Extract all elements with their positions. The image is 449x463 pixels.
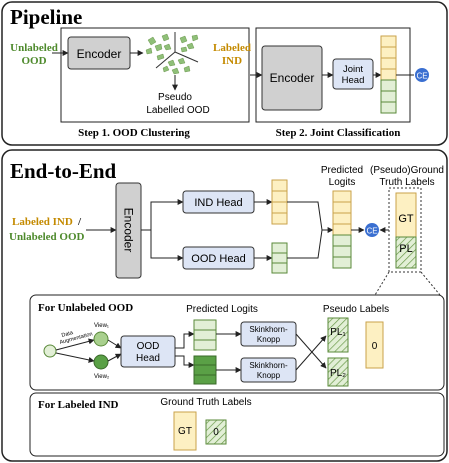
view2-label: View₂ xyxy=(94,374,110,380)
unlabeled-panel-title: For Unlabeled OOD xyxy=(38,302,133,314)
pseudo-label-1: Pseudo xyxy=(158,92,192,103)
e2e-encoder-label: Encoder xyxy=(122,208,136,253)
zero-bar-ind xyxy=(205,419,227,445)
pl-tag: PL xyxy=(399,243,412,255)
gt-tag-sub: GT xyxy=(178,426,192,437)
sub-ood-head-label-1: OOD xyxy=(137,341,160,352)
joint-head-box xyxy=(332,58,374,90)
view1-logits xyxy=(193,319,217,351)
gt-labels-dashed-box xyxy=(388,187,422,273)
sub-predicted-logits-label: Predicted Logits xyxy=(186,304,258,315)
joint-logits-bar xyxy=(380,35,397,114)
pl2-label: PL₂ xyxy=(330,368,346,379)
e2e-unlabeled-ood: Unlabeled OOD xyxy=(9,231,85,243)
ce-loss-circle-pipeline xyxy=(415,68,429,82)
pipeline-panel: Pipeline Unlabeled OOD Encoder xyxy=(1,1,448,146)
gt-labels-title-2: Truth Labels xyxy=(379,177,434,188)
pseudo-label-2: Labelled OOD xyxy=(146,105,209,116)
labeled-ind-panel: For Labeled IND Ground Truth Labels GT 0 xyxy=(29,392,445,457)
gt-labels-sub-title: Ground Truth Labels xyxy=(160,397,251,408)
joint-head-label-1: Joint xyxy=(343,64,363,75)
sinkhorn-2-label-2: Knopp xyxy=(257,371,281,380)
gt-tag: GT xyxy=(398,213,414,225)
view2-logits xyxy=(193,355,217,385)
predicted-logits-label-1: Predicted xyxy=(321,165,363,176)
ce-loss-circle-e2e xyxy=(365,223,379,237)
zero-label-ood: 0 xyxy=(372,341,378,352)
ce-label-pipeline: CE xyxy=(416,72,427,81)
ce-label-e2e: CE xyxy=(366,227,377,236)
sinkhorn-2-label-1: Skinkhorn- xyxy=(249,361,288,370)
e2e-title: End-to-End xyxy=(10,159,117,183)
step1-box xyxy=(60,27,250,123)
pl1-bar xyxy=(327,317,349,353)
encoder-label-step1: Encoder xyxy=(77,47,122,61)
unlabeled-ood-panel: For Unlabeled OOD Data Augmentation View… xyxy=(29,294,445,391)
zero-padding-bar-ood xyxy=(365,321,384,369)
data-aug-label-1: Data xyxy=(61,330,75,339)
ood-cluster-icon xyxy=(145,32,199,75)
step2-caption: Step 2. Joint Classification xyxy=(276,127,401,139)
predicted-logits-label-2: Logits xyxy=(329,177,356,188)
view1-node xyxy=(93,331,109,347)
pl1-label: PL₁ xyxy=(330,327,346,338)
sinkhorn-1-label-2: Knopp xyxy=(257,335,281,344)
e2e-input-sep: / xyxy=(77,216,82,228)
step1-caption: Step 1. OOD Clustering xyxy=(78,127,190,139)
ood-logits-bar xyxy=(271,242,288,274)
unlabeled-ood-label-2: OOD xyxy=(21,55,46,67)
view1-label: View₁ xyxy=(94,323,109,329)
ind-logits-bar xyxy=(271,179,288,225)
encoder-label-step2: Encoder xyxy=(270,71,315,85)
pipeline-title: Pipeline xyxy=(10,5,82,29)
sub-ood-head-box xyxy=(120,335,176,368)
gt-labels-title-1: (Pseudo)Ground xyxy=(370,165,444,176)
pl2-bar xyxy=(327,357,349,387)
ood-head-label: OOD Head xyxy=(191,253,245,265)
input-sample-node xyxy=(43,344,57,358)
unlabeled-ood-label-1: Unlabeled xyxy=(10,42,58,54)
encoder-box-step2 xyxy=(261,45,323,111)
predicted-logits-bar xyxy=(332,190,352,269)
view2-node xyxy=(93,354,109,370)
sinkhorn-1-label-1: Skinkhorn- xyxy=(249,325,288,334)
labeled-panel-title: For Labeled IND xyxy=(38,399,119,411)
sub-ood-head-label-2: Head xyxy=(136,353,160,364)
zero-label-ind: 0 xyxy=(213,427,219,438)
ind-head-label: IND Head xyxy=(194,197,242,209)
labeled-ind-label-1: Labeled xyxy=(213,42,251,54)
e2e-labeled-ind: Labeled IND xyxy=(12,216,73,228)
labeled-ind-label-2: IND xyxy=(222,55,242,67)
gt-bar-sub xyxy=(173,411,197,451)
pseudo-labels-title: Pseudo Labels xyxy=(323,304,389,315)
joint-head-label-2: Head xyxy=(342,75,365,86)
gt-labels-bar xyxy=(395,192,417,269)
